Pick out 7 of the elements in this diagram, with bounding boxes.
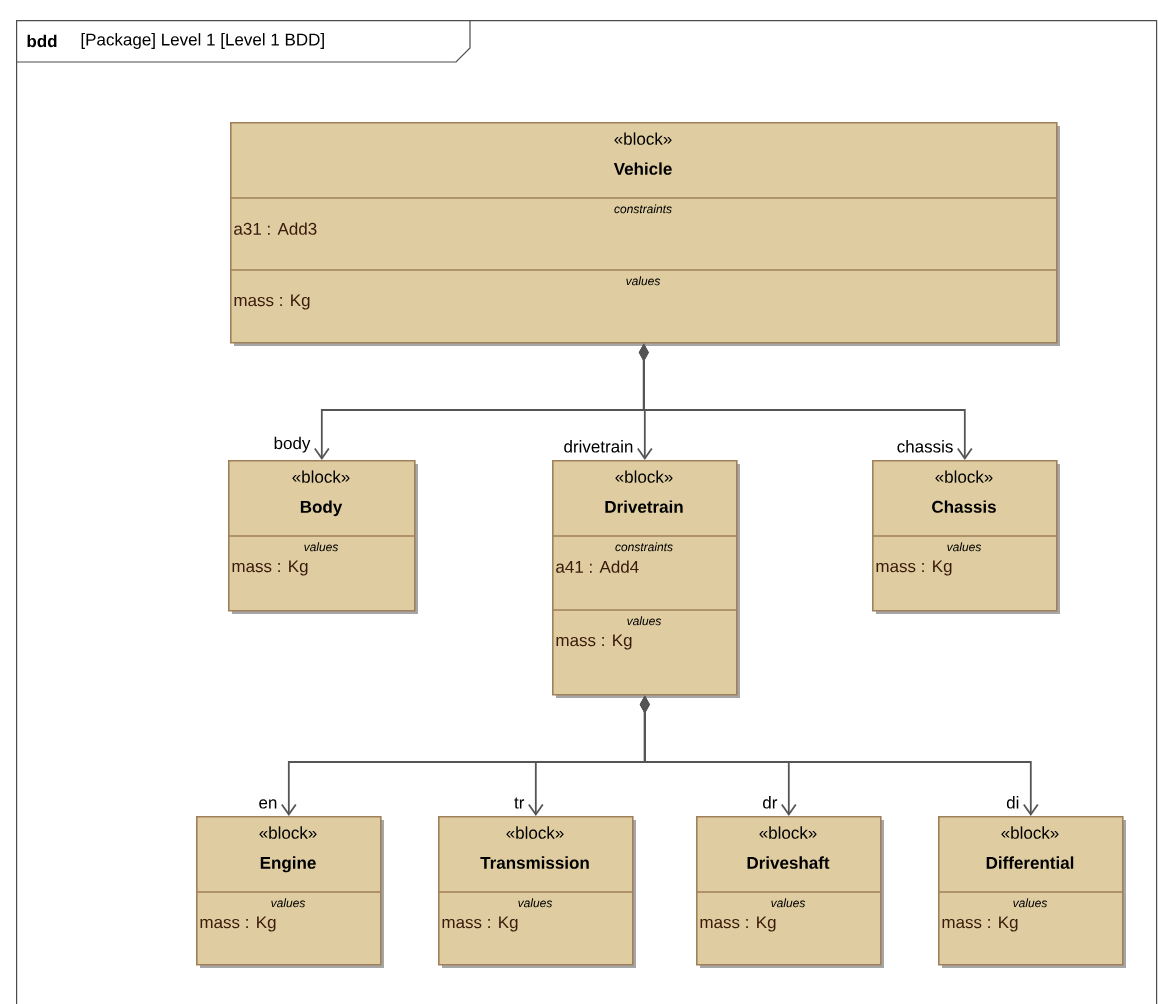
- role-label: en: [259, 799, 277, 809]
- role-label: di: [1006, 796, 1019, 809]
- role-label: body: [274, 436, 311, 453]
- role-label: chassis: [897, 440, 953, 453]
- role-label: dr: [763, 796, 778, 809]
- role-label: drivetrain: [564, 440, 633, 453]
- role-label: tr: [514, 797, 525, 809]
